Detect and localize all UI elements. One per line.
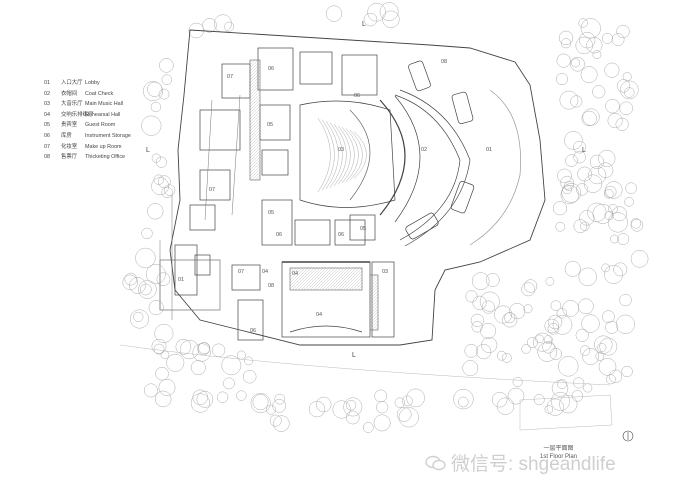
legend-num: 01 <box>44 80 50 86</box>
room-label-01-lobby: 01 <box>486 147 492 153</box>
legend-zh: 化妆室 <box>61 143 78 150</box>
legend-num: 06 <box>44 132 50 139</box>
room-label-06-d: 06 <box>338 232 344 238</box>
room-label-05-c: 05 <box>360 226 366 232</box>
room-label-05-a: 05 <box>267 122 273 128</box>
legend-zh: 大音乐厅 <box>61 101 83 108</box>
legend-en: Rehearsal Hall <box>85 111 121 118</box>
legend-en: Make up Room <box>85 143 122 150</box>
legend-num: 08 <box>44 154 50 161</box>
legend-en: Instrument Storage <box>85 132 131 139</box>
section-marker-east: L <box>582 147 586 154</box>
room-label-07-b: 07 <box>209 187 215 193</box>
wechat-watermark: 微信号: shgeandlife <box>425 449 616 476</box>
legend-item: 08 售票厅 Thicketing Office <box>44 152 131 163</box>
section-marker-west: L <box>146 147 150 154</box>
legend-zh: 衣帽间 <box>61 90 78 97</box>
room-label-03-small: 03 <box>382 269 388 275</box>
landscape-trees <box>122 2 649 433</box>
legend-num: 07 <box>44 143 50 150</box>
legend-en: Coat Check <box>85 90 114 97</box>
legend-num: 02 <box>44 90 50 97</box>
room-label-06-a: 06 <box>268 66 274 72</box>
room-label-04-small: 04 <box>262 269 268 275</box>
service-blocks <box>231 47 395 341</box>
legend-item: 06 库房 Instrument Storage <box>44 131 131 142</box>
vehicles <box>405 60 475 240</box>
room-label-04: 04 <box>316 312 322 318</box>
legend-en: Guest Room <box>85 122 116 129</box>
room-label-02: 02 <box>421 147 427 153</box>
room-label-05-b: 05 <box>268 210 274 216</box>
legend-zh: 贵宾室 <box>61 122 78 129</box>
room-label-04-small-e: 04 <box>292 271 298 277</box>
section-marker-south: L <box>352 352 356 359</box>
room-label-08-ticket: 08 <box>268 283 274 289</box>
caption-en: 1st Floor Plan <box>540 454 578 460</box>
legend-en: Lobby <box>85 80 100 86</box>
room-label-08: 08 <box>441 59 447 65</box>
main-music-hall <box>299 95 421 223</box>
lobby-curves <box>394 89 521 247</box>
room-label-07-a: 07 <box>227 74 233 80</box>
legend-item: 07 化妆室 Make up Room <box>44 142 131 153</box>
watermark-text: 微信号: shgeandlife <box>451 454 616 475</box>
legend-zh: 入口大厅 <box>61 80 83 86</box>
room-label-06-c: 06 <box>276 232 282 238</box>
west-wing <box>159 63 251 311</box>
legend-num: 04 <box>44 111 50 118</box>
room-label-01-west: 01 <box>178 277 184 283</box>
legend-en: Main Music Hall <box>85 101 124 108</box>
legend-zh: 库房 <box>61 132 72 139</box>
caption-zh: 一层平面图 <box>543 446 574 452</box>
legend-item: 02 衣帽间 Coat Check <box>44 89 131 100</box>
section-marker-north: L <box>362 21 366 28</box>
legend-item: 05 贵宾室 Guest Room <box>44 120 131 131</box>
room-labels: 01 01 02 03 03 04 04 04 05 05 05 06 06 0… <box>178 59 492 334</box>
legend-num: 03 <box>44 101 50 108</box>
legend-zh: 交响乐排练厅 <box>61 111 94 118</box>
north-arrow-icon <box>622 430 634 442</box>
wechat-logo-icon <box>425 455 446 470</box>
room-label-06-e: 06 <box>250 328 256 334</box>
room-label-06-b: 06 <box>354 93 360 99</box>
legend-zh: 售票厅 <box>61 154 78 161</box>
room-label-03: 03 <box>338 147 344 153</box>
legend-num: 05 <box>44 122 50 129</box>
legend-en: Thicketing Office <box>85 154 126 161</box>
plan-caption: 一层平面图 1st Floor Plan <box>540 445 577 461</box>
room-label-07-c: 07 <box>238 269 244 275</box>
